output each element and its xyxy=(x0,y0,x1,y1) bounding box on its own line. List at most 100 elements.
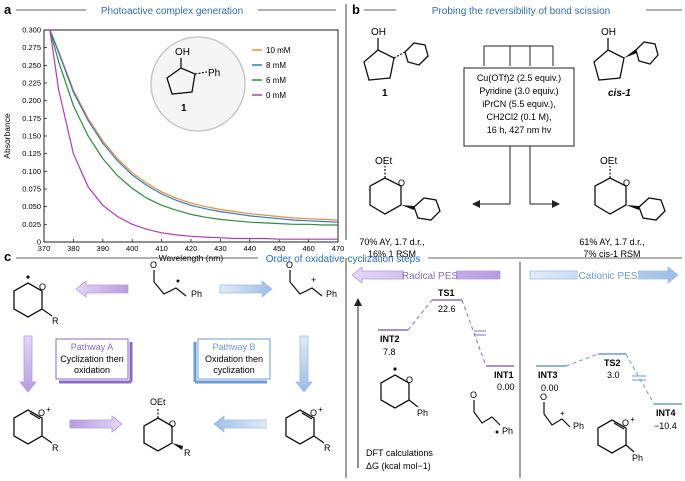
radical-aldehyde: O Ph xyxy=(150,260,202,299)
svg-text:INT3: INT3 xyxy=(538,370,558,380)
panel-b-letter: b xyxy=(352,2,360,17)
svg-text:O: O xyxy=(38,408,45,418)
panel-b-title: Probing the reversibility of bond scissi… xyxy=(432,6,610,17)
svg-text:O: O xyxy=(310,408,317,418)
x-tick-label: 370 xyxy=(38,244,51,253)
arrow-a-bottom xyxy=(69,415,123,433)
svg-text:O: O xyxy=(286,260,293,270)
svg-text:Pyridine (3.0 equiv.): Pyridine (3.0 equiv.) xyxy=(479,86,558,96)
y-tick-label: 0.300 xyxy=(22,26,41,35)
radical-pes-label: Radical PES xyxy=(402,271,458,282)
svg-text:Cyclization then: Cyclization then xyxy=(60,354,124,364)
pathway-a-box: Pathway A Cyclization then oxidation xyxy=(55,338,133,384)
svg-text:O: O xyxy=(540,392,547,402)
compound-1-inset: OH Ph 1 xyxy=(150,36,246,132)
cation-aldehyde-ph: O + Ph xyxy=(540,392,584,431)
right-compound-label: cis-1 xyxy=(608,88,631,99)
panel-c-letter: c xyxy=(4,249,11,264)
series-line-0-mM xyxy=(49,29,338,240)
svg-text:+: + xyxy=(318,405,323,414)
reaction-arrows xyxy=(472,45,560,208)
svg-text:16 h, 427 nm hv: 16 h, 427 nm hv xyxy=(487,125,552,135)
y-tick-label: 0.200 xyxy=(22,96,41,105)
svg-text:Oxidation then: Oxidation then xyxy=(205,354,263,364)
radical-thp-ph: O Ph xyxy=(380,367,428,418)
svg-text:TS1: TS1 xyxy=(438,288,455,298)
svg-text:61% AY, 1.7 d.r.,: 61% AY, 1.7 d.r., xyxy=(579,237,644,247)
pathway-b-box: Pathway B Oxidation then cyclization xyxy=(193,338,271,384)
right-thp-product: OEt O xyxy=(594,156,666,221)
svg-text:O: O xyxy=(406,375,413,385)
y-tick-label: 0.125 xyxy=(22,149,41,158)
svg-text:0.00: 0.00 xyxy=(541,383,559,393)
radical-thp: O R xyxy=(13,275,59,326)
svg-text:INT1: INT1 xyxy=(494,370,514,380)
svg-text:OEt: OEt xyxy=(150,397,166,407)
dft-units: ΔG (kcal mol−1) xyxy=(366,461,431,471)
left-result: 70% AY, 1.7 d.r., 16% 1 RSM xyxy=(359,237,424,259)
svg-text:INT4: INT4 xyxy=(656,408,676,418)
svg-text:+: + xyxy=(630,415,635,424)
x-tick-label: 470 xyxy=(332,244,345,253)
x-tick-label: 430 xyxy=(214,244,227,253)
y-tick-label: 0.100 xyxy=(22,167,41,176)
svg-text:CH2Cl2 (0.1 M),: CH2Cl2 (0.1 M), xyxy=(486,112,551,122)
arrow-a-top xyxy=(75,280,129,298)
svg-text:R: R xyxy=(52,316,59,326)
y-tick-label: 0.150 xyxy=(22,132,41,141)
cation-aldehyde: O + Ph xyxy=(286,260,337,299)
y-tick-label: 0.225 xyxy=(22,79,41,88)
svg-text:R: R xyxy=(52,443,59,453)
y-tick-label: 0 xyxy=(37,238,41,247)
y-tick-label: 0.075 xyxy=(22,185,41,194)
cationic-pes-diagram: INT3 0.00 TS2 3.0 INT4 −10.4 xyxy=(536,353,682,431)
oh-label: OH xyxy=(175,47,190,58)
svg-text:oxidation: oxidation xyxy=(74,365,110,375)
panel-a-letter: a xyxy=(4,2,12,17)
svg-text:+: + xyxy=(560,409,565,418)
panel-c-title: Order of oxidative cyclization steps xyxy=(266,254,421,265)
svg-text:O: O xyxy=(150,260,157,270)
svg-text:O: O xyxy=(398,178,405,188)
conditions-text: Cu(OTf)2 (2.5 equiv.) Pyridine (3.0 equi… xyxy=(477,73,561,135)
panel-a-title: Photoactive complex generation xyxy=(101,6,243,17)
series-line-8-mM xyxy=(49,29,339,223)
y-tick-label: 0.025 xyxy=(22,220,41,229)
svg-text:O: O xyxy=(169,419,176,429)
x-tick-label: 380 xyxy=(67,244,80,253)
svg-text:Cu(OTf)2 (2.5 equiv.): Cu(OTf)2 (2.5 equiv.) xyxy=(477,73,561,83)
dft-note: DFT calculations xyxy=(366,448,433,458)
svg-text:O: O xyxy=(622,418,629,428)
svg-text:OEt: OEt xyxy=(375,156,392,167)
svg-text:cyclization: cyclization xyxy=(213,365,255,375)
svg-text:TS2: TS2 xyxy=(604,358,621,368)
radical-pes-diagram: INT2 7.8 TS1 22.6 INT1 0.00 xyxy=(378,288,515,392)
series-line-6-mM xyxy=(49,29,338,226)
left-compound-label: 1 xyxy=(382,88,388,99)
svg-text:7% cis-1 RSM: 7% cis-1 RSM xyxy=(583,249,640,259)
right-result: 61% AY, 1.7 d.r., 7% cis-1 RSM xyxy=(579,237,644,259)
legend-label: 0 mM xyxy=(266,91,286,100)
svg-text:O: O xyxy=(470,390,477,400)
svg-text:INT2: INT2 xyxy=(380,334,400,344)
svg-text:OH: OH xyxy=(601,27,616,38)
svg-text:OH: OH xyxy=(371,27,386,38)
x-tick-label: 450 xyxy=(273,244,286,253)
svg-text:+: + xyxy=(46,405,51,414)
compound-cis1-structure: OH cis-1 xyxy=(593,27,659,99)
conditions-box xyxy=(463,67,575,147)
svg-text:16% 1 RSM: 16% 1 RSM xyxy=(368,249,416,259)
svg-text:7.8: 7.8 xyxy=(383,347,396,357)
oet-product: OEt O R xyxy=(143,397,191,458)
arrow-a-down xyxy=(19,335,37,393)
svg-text:OEt: OEt xyxy=(600,156,617,167)
svg-text:Pathway B: Pathway B xyxy=(212,342,255,352)
legend-label: 10 mM xyxy=(266,46,291,55)
left-thp-product: OEt O xyxy=(369,156,441,221)
x-tick-label: 390 xyxy=(97,244,110,253)
ph-label: Ph xyxy=(208,68,220,79)
svg-text:Pathway A: Pathway A xyxy=(71,342,114,352)
svg-text:−10.4: −10.4 xyxy=(654,421,677,431)
